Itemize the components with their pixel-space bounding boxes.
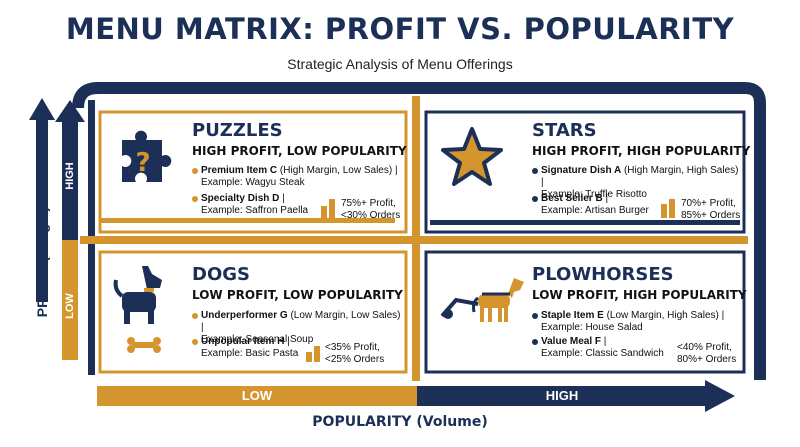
dogs-item-1: Underperformer G (Low Margin, Low Sales)… [192,310,402,346]
dog-icon [113,266,162,353]
puzzles-item-1: Premium Item C (High Margin, Low Sales) … [192,165,402,189]
puzzles-stat: 75%+ Profit,<30% Orders [341,198,401,221]
x-axis-high-label: HIGH [545,388,579,403]
x-axis-title: POPULARITY (Volume) [312,414,488,430]
y-axis-high-label: HIGH [64,162,76,190]
stars-item-2: Best Seller B |Example: Artisan Burger [532,193,672,217]
stars-stat: 70%+ Profit,85%+ Orders [681,198,741,221]
puzzles-mini-bar-icon [321,199,335,218]
plowhorses-item-2: Value Meal F |Example: Classic Sandwich [532,336,672,360]
puzzles-subtitle: HIGH PROFIT, LOW POPULARITY [192,144,407,158]
y-axis-low-label: LOW [64,293,76,319]
plowhorses-item-1: Staple Item E (Low Margin, High Sales) |… [532,310,742,334]
plowhorses-subtitle: LOW PROFIT, HIGH POPULARITY [532,288,747,302]
plowhorse-icon [440,278,524,322]
center-horizontal-divider [80,236,748,244]
plowhorses-stat: <40% Profit,80%+ Orders [677,342,737,365]
page-title: MENU MATRIX: PROFIT VS. POPULARITY [65,12,735,46]
star-icon [441,127,503,186]
stars-title: STARS [532,120,597,141]
x-axis-low-label: LOW [241,388,273,403]
plowhorses-title: PLOWHORSES [532,264,674,285]
bone-icon [127,337,161,353]
svg-text:?: ? [135,148,150,178]
stars-subtitle: HIGH PROFIT, HIGH POPULARITY [532,144,751,158]
puzzles-title: PUZZLES [192,120,283,141]
dogs-stat: <35% Profit,<25% Orders [325,342,385,365]
dogs-subtitle: LOW PROFIT, LOW POPULARITY [192,288,403,302]
dogs-title: DOGS [192,264,250,285]
page-subtitle: Strategic Analysis of Menu Offerings [287,56,513,72]
plowhorses-box [424,250,746,374]
y-axis-arrow [29,98,55,302]
outer-border [72,82,766,380]
y-axis-bar [55,100,85,360]
puzzles-item-2: Specialty Dish D |Example: Saffron Paell… [192,193,332,217]
dogs-mini-bar-icon [306,346,320,362]
y-axis-title: PROFIT (Margin) [34,206,50,318]
stars-item-1: Signature Dish A (High Margin, High Sale… [532,165,742,201]
stars-mini-bar-icon [661,199,675,218]
x-axis-bar [97,380,735,412]
dogs-item-2: Unpopular Item H |Example: Basic Pasta [192,336,332,360]
puzzle-question-icon: ? [122,130,172,182]
